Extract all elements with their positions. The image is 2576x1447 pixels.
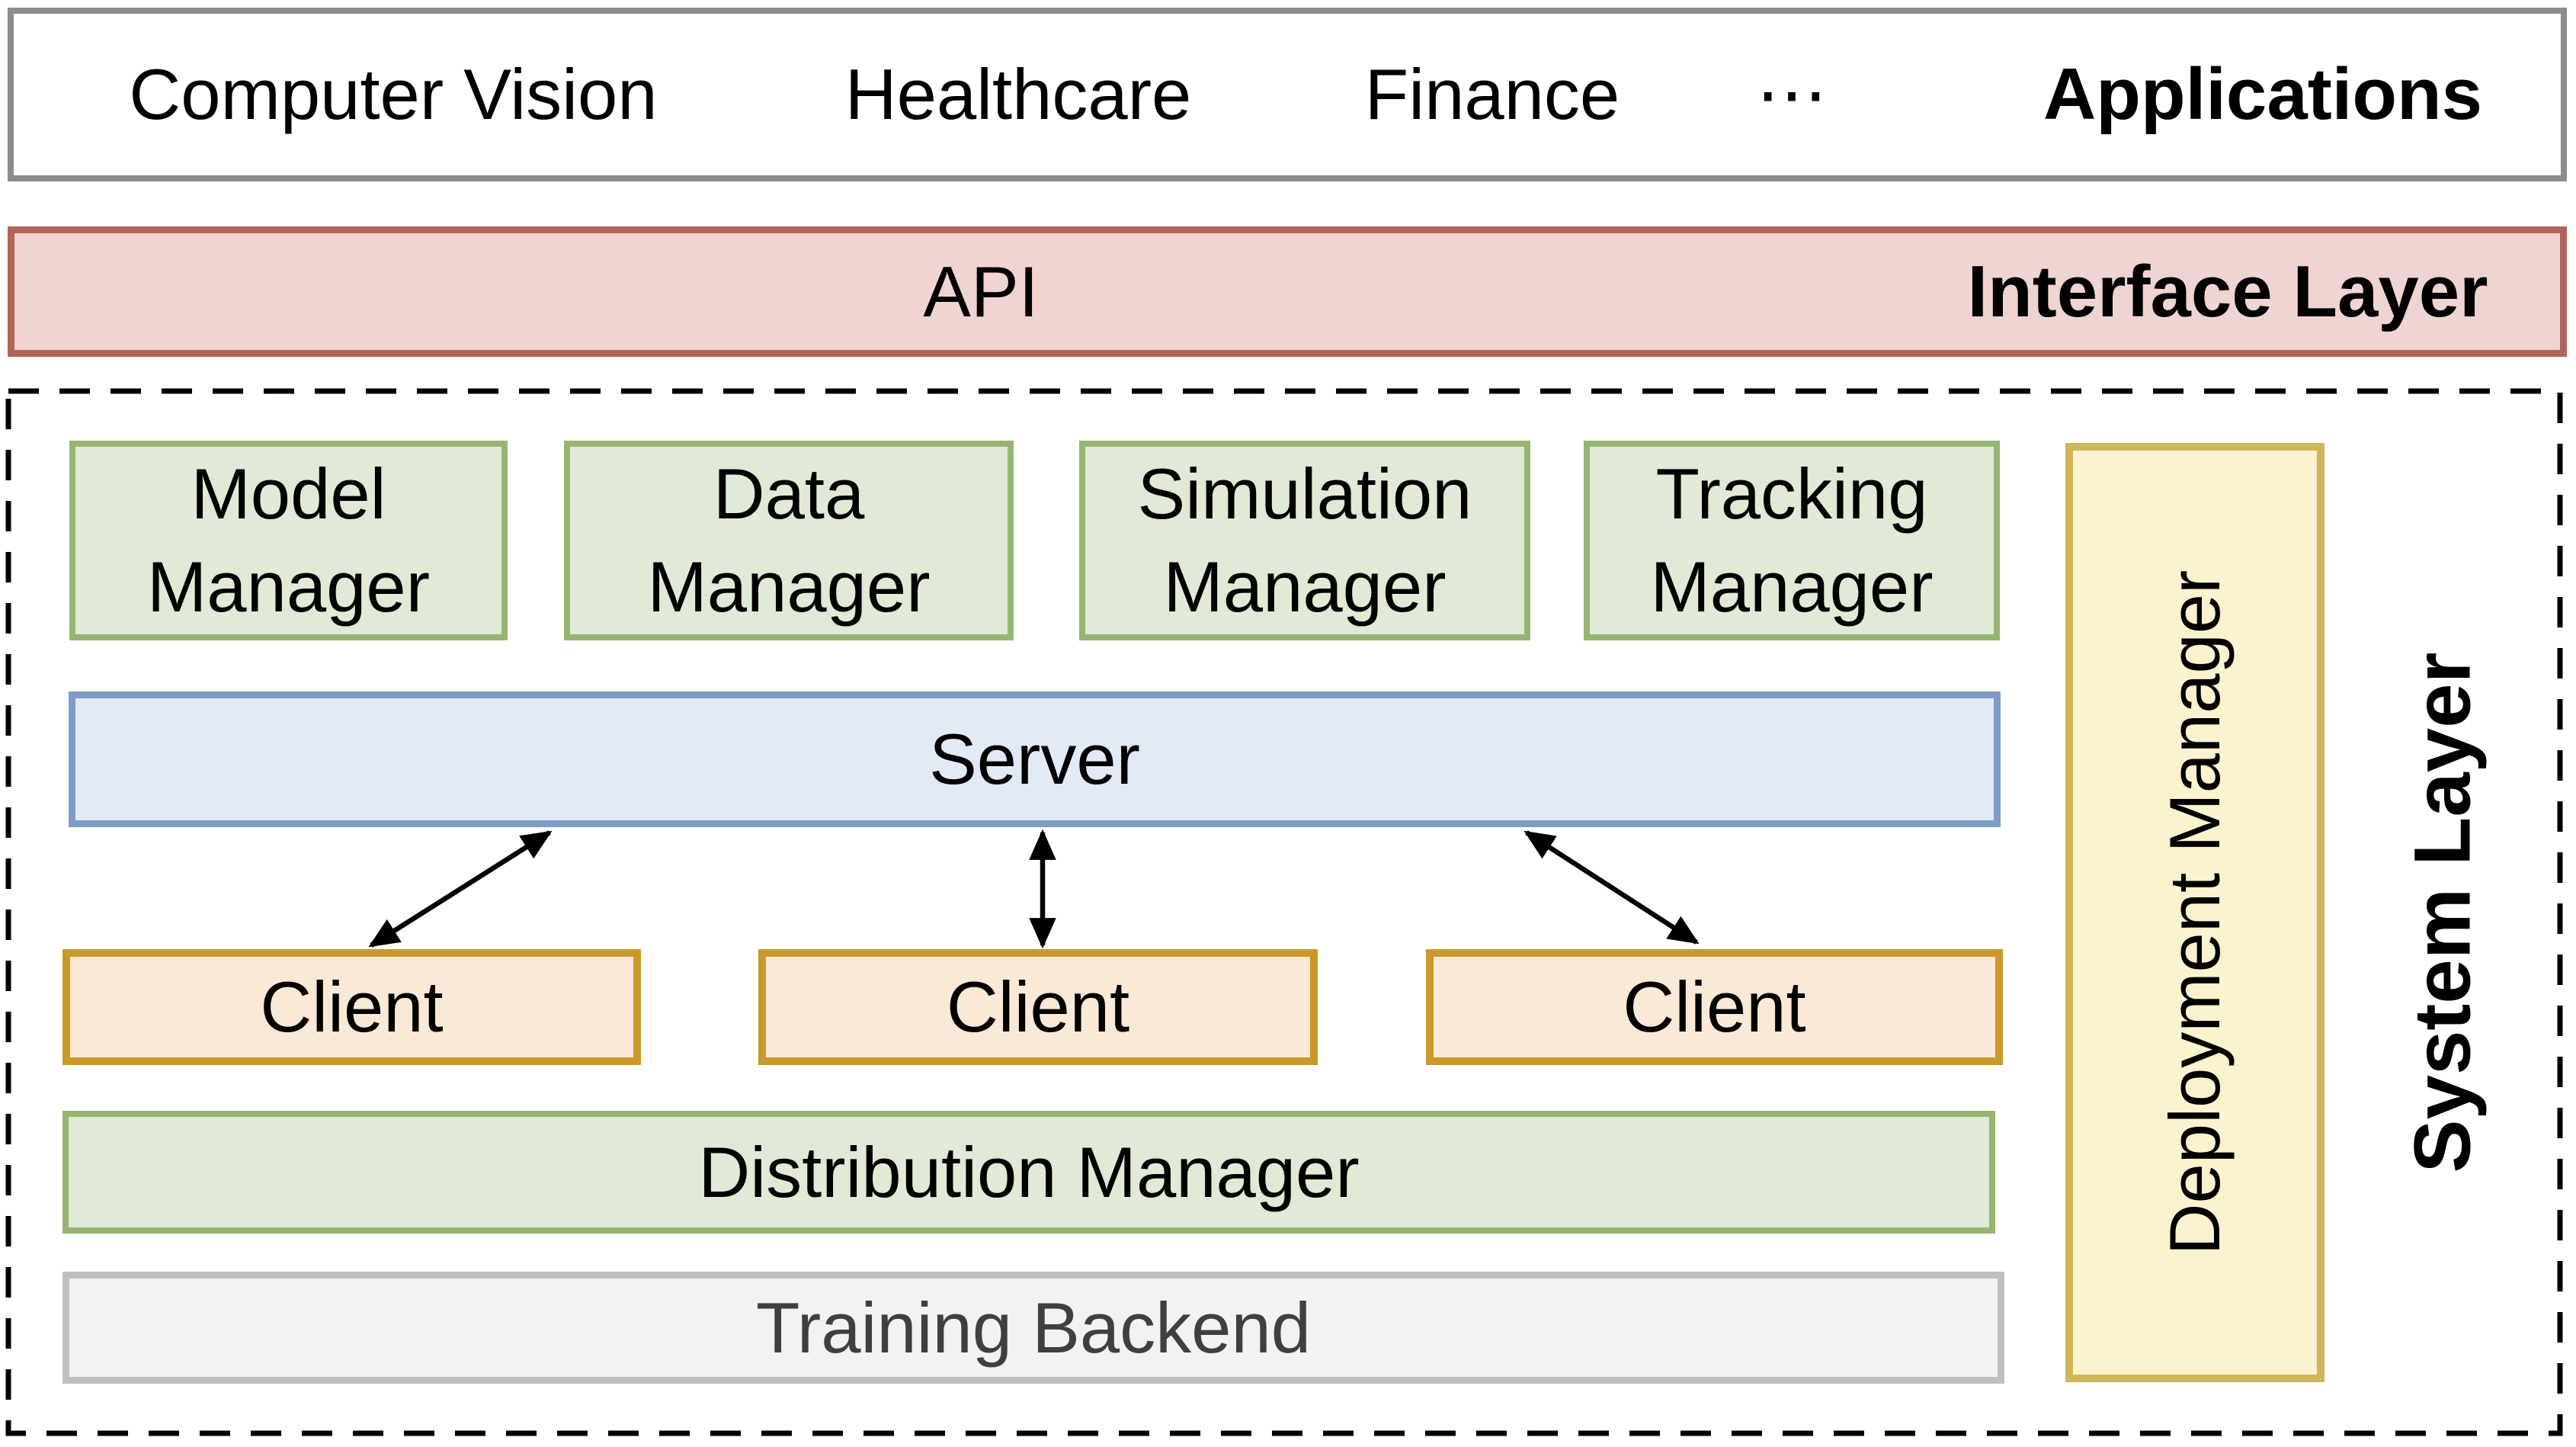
interface-layer-box xyxy=(8,226,2567,357)
server-box: Server xyxy=(69,691,2001,827)
server-client1-arrow xyxy=(368,830,553,948)
tracking-manager-box: Tracking Manager xyxy=(1584,441,2000,640)
training-backend-label: Training Backend xyxy=(755,1287,1312,1368)
system-layer-label: System Layer xyxy=(2398,652,2488,1173)
distribution-manager-label: Distribution Manager xyxy=(698,1131,1360,1212)
application-item-computer-vision: Computer Vision xyxy=(129,54,658,134)
client-box-3: Client xyxy=(1426,949,2003,1065)
application-item-finance: Finance xyxy=(1364,54,1620,134)
simulation-manager-label-line1: Simulation xyxy=(1137,453,1472,534)
tracking-manager-label-line2: Manager xyxy=(1650,547,1934,627)
data-manager-label-line2: Manager xyxy=(647,547,931,627)
model-manager-label-line1: Model xyxy=(191,453,386,534)
server-label: Server xyxy=(929,719,1140,799)
data-manager-label-line1: Data xyxy=(713,453,865,534)
client-label-1: Client xyxy=(260,967,444,1047)
model-manager-box: Model Manager xyxy=(69,441,508,640)
client-label-2: Client xyxy=(946,967,1130,1047)
client-box-1: Client xyxy=(62,949,641,1065)
applications-layer-label: Applications xyxy=(2043,53,2483,135)
applications-layer-box xyxy=(8,8,2567,181)
data-manager-box: Data Manager xyxy=(564,441,1014,640)
simulation-manager-label-line2: Manager xyxy=(1163,547,1447,627)
client-label-3: Client xyxy=(1623,967,1806,1047)
api-label: API xyxy=(923,252,1039,332)
tracking-manager-label-line1: Tracking xyxy=(1655,453,1928,534)
client-box-2: Client xyxy=(758,949,1318,1065)
interface-layer-label: Interface Layer xyxy=(1967,251,2488,332)
simulation-manager-box: Simulation Manager xyxy=(1079,441,1530,640)
model-manager-label-line2: Manager xyxy=(147,547,430,627)
deployment-manager-label: Deployment Manager xyxy=(2155,569,2235,1256)
training-backend-box: Training Backend xyxy=(62,1272,2004,1384)
server-client3-arrow xyxy=(1523,830,1700,945)
application-item-healthcare: Healthcare xyxy=(844,54,1192,134)
deployment-manager-box xyxy=(2065,443,2324,1382)
distribution-manager-box: Distribution Manager xyxy=(62,1111,1995,1234)
ellipsis-more-applications: ⋯ xyxy=(1756,54,1828,134)
